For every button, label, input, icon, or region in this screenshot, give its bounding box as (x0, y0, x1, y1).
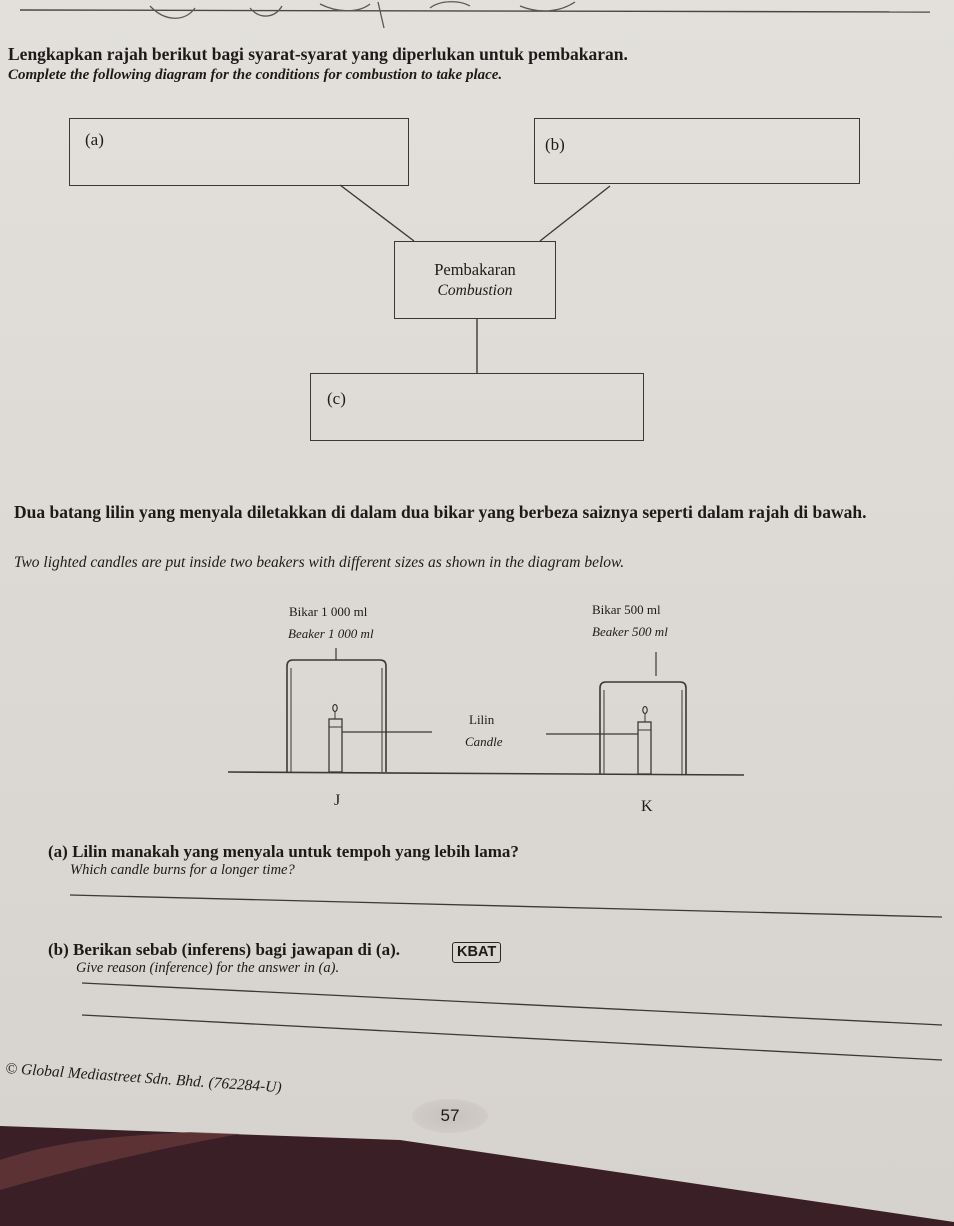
combustion-malay: Pembakaran (434, 260, 516, 279)
label-k: K (641, 798, 653, 815)
answer-line-a (69, 894, 943, 918)
instruction-malay: Lengkapkan rajah berikut bagi syarat-sya… (8, 44, 628, 64)
kbat-badge: KBAT (452, 942, 502, 963)
box-a-label: (a) (85, 130, 104, 149)
beaker-j (286, 659, 387, 772)
flame-j (332, 703, 338, 713)
question-b-english: Give reason (inference) for the answer i… (76, 960, 340, 976)
top-rule (19, 9, 931, 13)
beaker-j-label-malay: Bikar 1 000 ml (289, 604, 368, 619)
combustion-english: Combustion (437, 282, 513, 299)
answer-box-b[interactable]: (b) (534, 118, 860, 184)
beaker-k-label-malay: Bikar 500 ml (592, 602, 661, 617)
experiment-english: Two lighted candles are put inside two b… (14, 554, 625, 571)
answer-field-a[interactable] (70, 878, 942, 912)
experiment-malay: Dua batang lilin yang menyala diletakkan… (14, 502, 867, 522)
question-a-malay: (a) Lilin manakah yang menyala untuk tem… (48, 842, 519, 861)
candle-label-english: Candle (465, 734, 503, 749)
page-number: 57 (412, 1099, 488, 1133)
box-c-label: (c) (327, 389, 346, 408)
label-j: J (334, 792, 341, 809)
table-surface (0, 1126, 954, 1226)
question-a-english: Which candle burns for a longer time? (70, 862, 295, 878)
beaker-j-label-english: Beaker 1 000 ml (288, 626, 374, 641)
beaker-k-label-english: Beaker 500 ml (592, 624, 668, 639)
connector-a (339, 184, 415, 242)
box-b-label: (b) (545, 135, 565, 154)
top-scribble (149, 1, 576, 29)
question-b-malay: (b) Berikan sebab (inferens) bagi jawapa… (48, 940, 400, 959)
answer-box-c[interactable]: (c) (310, 373, 644, 441)
combustion-box: Pembakaran Combustion (394, 241, 556, 319)
candle-label-malay: Lilin (469, 712, 495, 727)
answer-line-b2 (81, 1014, 943, 1061)
experiment-diagram (227, 648, 745, 776)
answer-box-a[interactable]: (a) (69, 118, 409, 186)
flame-k (642, 705, 648, 715)
answer-field-b[interactable] (82, 980, 942, 1060)
table-line (227, 771, 745, 776)
table-highlight (0, 1132, 240, 1190)
answer-line-b1 (81, 982, 943, 1026)
connector-b (539, 185, 611, 242)
instruction-english: Complete the following diagram for the c… (8, 67, 503, 83)
beaker-k (599, 681, 687, 774)
